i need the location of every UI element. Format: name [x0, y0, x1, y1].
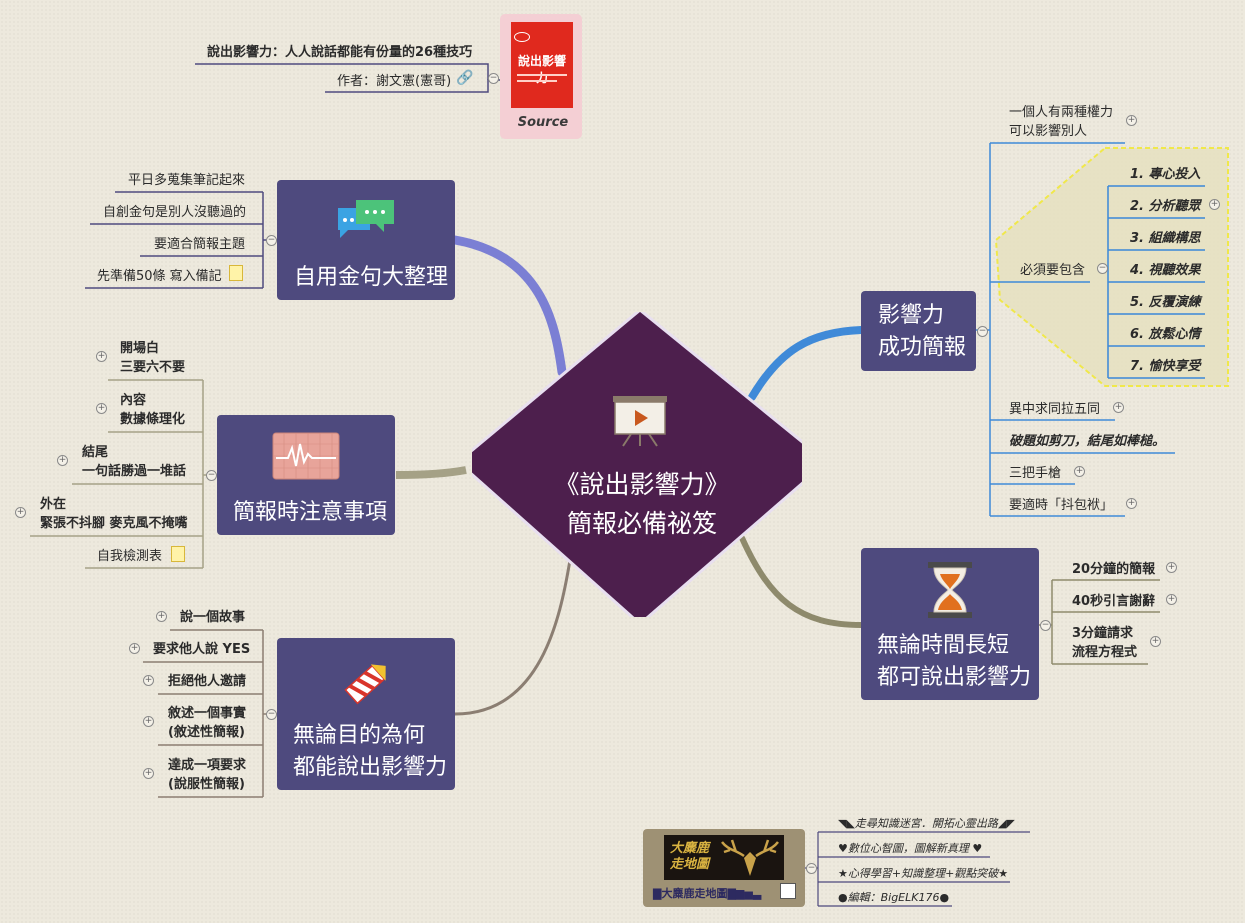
expand-3min-toggle[interactable]: + [1150, 636, 1161, 647]
expand-baggage-toggle[interactable]: + [1126, 498, 1137, 509]
topic-purpose[interactable]: 無論目的為何 都能說出影響力 [277, 638, 455, 790]
expand-40sec-toggle[interactable]: + [1166, 594, 1177, 605]
central-topic[interactable]: 《說出影響力》 簡報必備祕笈 [472, 312, 802, 617]
purpose-item-request[interactable]: 達成一項要求 (說服性簡報) [168, 758, 247, 792]
quote-item-4[interactable]: 先準備50條 寫入備記 [97, 269, 222, 284]
hourglass-icon [928, 562, 972, 618]
elk-logo-image: 大麋鹿走地圖 [664, 835, 784, 880]
note-icon[interactable] [171, 546, 185, 562]
expand-five-toggle[interactable]: + [1113, 402, 1124, 413]
success-must-label[interactable]: 必須要包含 [1020, 263, 1086, 278]
expand-must-2-toggle[interactable]: + [1209, 199, 1220, 210]
time-item-20min[interactable]: 20分鐘的簡報 [1072, 562, 1156, 577]
success-item-five[interactable]: 異中求同拉五同 [1009, 402, 1101, 417]
expand-yes-toggle[interactable]: + [129, 643, 140, 654]
must-item-1[interactable]: 1. 專心投入 [1130, 167, 1201, 182]
topic-time[interactable]: 無論時間長短 都可說出影響力 [861, 548, 1039, 700]
collapse-quotes-toggle[interactable]: − [266, 235, 277, 246]
purpose-item-decline[interactable]: 拒絕他人邀請 [168, 674, 247, 689]
presentation-icon [613, 396, 667, 447]
must-item-6[interactable]: 6. 放鬆心情 [1130, 327, 1201, 342]
collapse-purpose-toggle[interactable]: − [266, 709, 277, 720]
expand-request-toggle[interactable]: + [143, 768, 154, 779]
expand-appearance-toggle[interactable]: + [15, 507, 26, 518]
time-item-40sec[interactable]: 40秒引言謝辭 [1072, 594, 1156, 609]
expand-opening-toggle[interactable]: + [96, 351, 107, 362]
qr-icon [780, 883, 796, 899]
expand-ending-toggle[interactable]: + [57, 455, 68, 466]
must-item-4[interactable]: 4. 視聽效果 [1130, 263, 1201, 278]
must-item-5[interactable]: 5. 反覆演練 [1130, 295, 1201, 310]
credits-logo-card[interactable]: 大麋鹿走地圖 ▇大麋鹿走地圖▇▆▅▃ [643, 829, 805, 907]
credits-line-3[interactable]: ★心得學習+知識整理+觀點突破★ [838, 867, 1009, 880]
expand-story-toggle[interactable]: + [156, 611, 167, 622]
topic-success[interactable]: 影響力 成功簡報 [861, 291, 976, 371]
success-item-baggage[interactable]: 要適時「抖包袱」 [1009, 498, 1114, 513]
credits-logo-caption: ▇大麋鹿走地圖▇▆▅▃ [653, 887, 762, 900]
source-book-title[interactable]: 說出影響力：人人說話都能有份量的26種技巧 [207, 45, 473, 60]
purpose-item-yes[interactable]: 要求他人說 YES [153, 642, 251, 657]
expand-power-toggle[interactable]: + [1126, 115, 1137, 126]
notes-item-ending[interactable]: 結尾 一句話勝過一堆話 [82, 445, 187, 479]
book-cover-image: 說出影響力 [511, 22, 573, 108]
note-icon[interactable] [229, 265, 243, 281]
collapse-source-toggle[interactable]: − [488, 73, 499, 84]
topic-quotes-title: 自用金句大整理 [294, 265, 449, 290]
credits-line-2[interactable]: ♥數位心智圖，圖解新真理 ♥ [838, 842, 983, 855]
quote-item-2[interactable]: 自創金句是別人沒聽過的 [103, 205, 247, 220]
source-card[interactable]: 說出影響力 Source [500, 14, 582, 139]
purpose-item-story[interactable]: 說一個故事 [180, 610, 246, 625]
purpose-item-fact[interactable]: 敘述一個事實 (敘述性簡報) [168, 706, 247, 740]
credits-line-1[interactable]: ◥◣走尋知識迷宮．開拓心靈出路◢◤ [838, 817, 1015, 830]
collapse-success-toggle[interactable]: − [977, 326, 988, 337]
must-item-3[interactable]: 3. 組織構思 [1130, 231, 1201, 246]
success-item-scissors[interactable]: 破題如剪刀，結尾如棒槌。 [1009, 434, 1166, 449]
must-item-7[interactable]: 7. 愉快享受 [1130, 359, 1201, 374]
central-title-line1: 《說出影響力》 [554, 470, 730, 499]
topic-success-title: 影響力 成功簡報 [878, 303, 967, 360]
expand-20min-toggle[interactable]: + [1166, 562, 1177, 573]
topic-quotes[interactable]: 自用金句大整理 [277, 180, 455, 300]
notes-item-opening[interactable]: 開場白 三要六不要 [120, 341, 186, 375]
success-item-pistols[interactable]: 三把手槍 [1009, 466, 1062, 481]
expand-fact-toggle[interactable]: + [143, 716, 154, 727]
expand-pistols-toggle[interactable]: + [1074, 466, 1085, 477]
topic-time-title: 無論時間長短 都可說出影響力 [877, 633, 1032, 690]
expand-decline-toggle[interactable]: + [143, 675, 154, 686]
firework-icon [344, 664, 386, 705]
credits-line-4[interactable]: ●編輯：BigELK176● [838, 891, 950, 904]
collapse-time-toggle[interactable]: − [1040, 620, 1051, 631]
quote-item-3[interactable]: 要適合簡報主題 [154, 237, 246, 252]
chat-bubbles-icon [338, 200, 394, 238]
notes-item-content[interactable]: 內容 數據條理化 [120, 393, 186, 427]
topic-purpose-title: 無論目的為何 都能說出影響力 [293, 723, 448, 780]
heartbeat-icon [272, 432, 340, 480]
expand-content-toggle[interactable]: + [96, 403, 107, 414]
notes-item-appearance[interactable]: 外在 緊張不抖腳 麥克風不掩嘴 [40, 497, 188, 531]
collapse-credits-toggle[interactable]: − [806, 863, 817, 874]
must-item-2[interactable]: 2. 分析聽眾 [1130, 199, 1201, 214]
central-title-line2: 簡報必備祕笈 [566, 509, 717, 538]
source-author[interactable]: 作者：謝文憲(憲哥) [337, 74, 452, 89]
topic-notes[interactable]: 簡報時注意事項 [217, 415, 395, 535]
success-item-power[interactable]: 一個人有兩種權力 可以影響別人 [1009, 105, 1114, 139]
quote-item-1[interactable]: 平日多蒐集筆記起來 [128, 173, 246, 188]
collapse-must-toggle[interactable]: − [1097, 263, 1108, 274]
link-icon[interactable]: 🔗 [456, 70, 474, 86]
time-item-3min[interactable]: 3分鐘請求 流程方程式 [1072, 626, 1138, 660]
source-label: Source [517, 115, 569, 130]
notes-item-checklist[interactable]: 自我檢測表 [97, 549, 163, 564]
topic-notes-title: 簡報時注意事項 [233, 500, 388, 525]
collapse-notes-toggle[interactable]: − [206, 470, 217, 481]
